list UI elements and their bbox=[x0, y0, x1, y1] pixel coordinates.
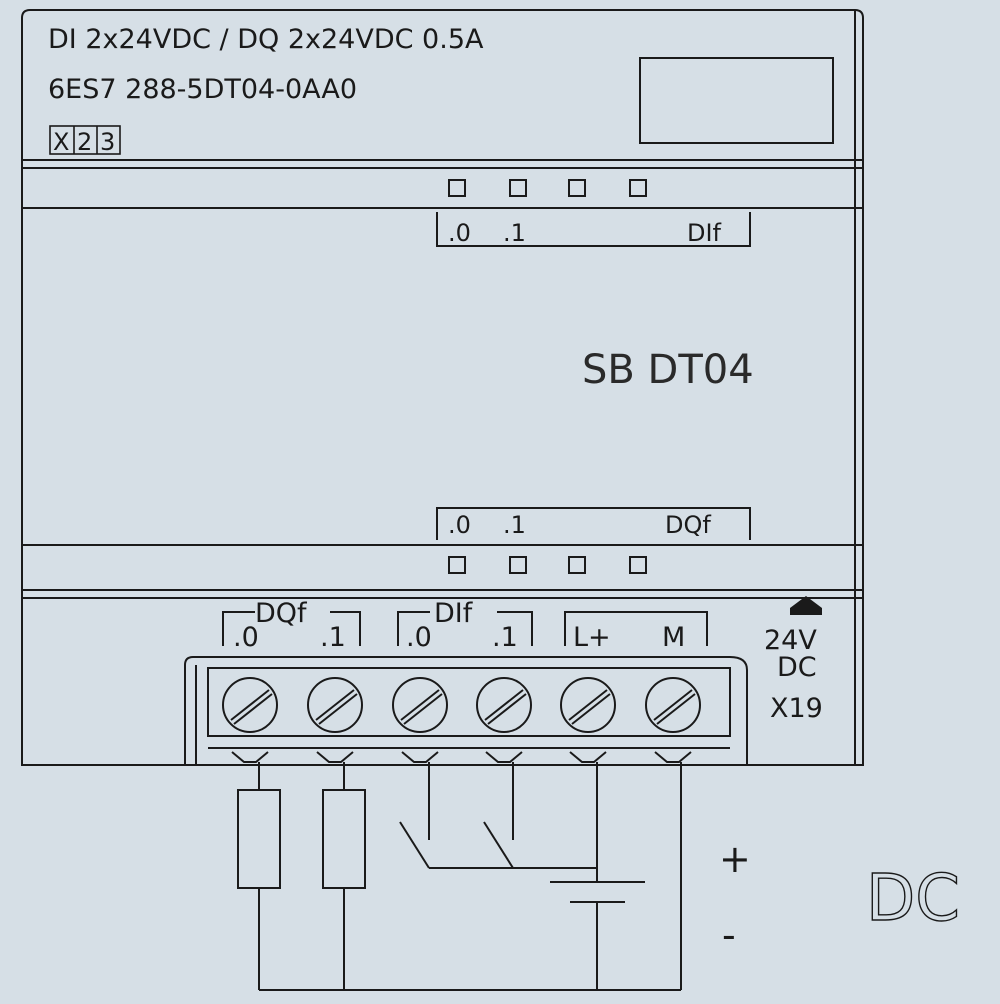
led-indicator bbox=[448, 556, 466, 574]
led-indicator bbox=[629, 179, 647, 197]
polarity-minus: - bbox=[722, 913, 736, 957]
top-led-label-1: .1 bbox=[503, 219, 526, 247]
bottom-led-label-1: .1 bbox=[503, 511, 526, 539]
terminal-label-lplus: L+ bbox=[573, 622, 611, 653]
polarity-plus: + bbox=[719, 837, 751, 881]
screw-icon bbox=[392, 677, 448, 733]
terminal-screws bbox=[222, 677, 701, 733]
wire-entries bbox=[231, 751, 692, 763]
dc-supply-label: DC bbox=[866, 862, 960, 936]
top-led-label-fault: DIf bbox=[687, 219, 722, 247]
screw-icon bbox=[307, 677, 363, 733]
screw-icon bbox=[476, 677, 532, 733]
bottom-led-row bbox=[448, 556, 647, 574]
terminal-group-brackets bbox=[222, 611, 708, 646]
model-name: SB DT04 bbox=[582, 347, 754, 393]
top-led-row bbox=[448, 179, 647, 197]
terminal-label-dq0: .0 bbox=[233, 622, 259, 653]
supply-arrow-icon bbox=[790, 596, 822, 615]
switch-contact bbox=[483, 821, 514, 869]
bottom-led-label-0: .0 bbox=[448, 511, 471, 539]
top-led-label-bracket bbox=[436, 212, 751, 247]
led-indicator bbox=[448, 179, 466, 197]
revision-mark-1: X bbox=[53, 128, 69, 156]
part-number: 6ES7 288-5DT04-0AA0 bbox=[48, 74, 357, 105]
terminal-label-di1: .1 bbox=[492, 622, 518, 653]
screw-icon bbox=[645, 677, 701, 733]
terminal-group-dq: DQf bbox=[255, 598, 308, 629]
terminal-label-m: M bbox=[662, 622, 685, 653]
terminal-block bbox=[184, 656, 748, 765]
screw-icon bbox=[560, 677, 616, 733]
module-body bbox=[21, 9, 864, 766]
switch-contact bbox=[399, 821, 430, 869]
terminal-group-di: DIf bbox=[434, 598, 474, 629]
revision-marks: X 2 3 bbox=[49, 125, 121, 156]
screw-icon bbox=[222, 677, 278, 733]
led-indicator bbox=[568, 179, 586, 197]
load-resistor bbox=[237, 789, 281, 889]
supply-voltage: 24V bbox=[764, 625, 817, 656]
led-indicator bbox=[509, 556, 527, 574]
power-supply-wiring bbox=[550, 762, 682, 990]
load-resistor bbox=[322, 789, 366, 889]
revision-mark-3: 3 bbox=[100, 128, 115, 156]
bottom-led-label-fault: DQf bbox=[665, 511, 711, 539]
input-switch-wiring bbox=[399, 762, 597, 869]
supply-type: DC bbox=[777, 652, 817, 683]
label-plate bbox=[639, 57, 834, 144]
terminal-label-di0: .0 bbox=[406, 622, 432, 653]
bottom-led-label-bracket bbox=[436, 507, 751, 540]
revision-mark-2: 2 bbox=[77, 128, 92, 156]
output-load-wiring bbox=[237, 762, 681, 991]
led-indicator bbox=[629, 556, 647, 574]
connector-id: X19 bbox=[770, 693, 823, 724]
module-title: DI 2x24VDC / DQ 2x24VDC 0.5A bbox=[48, 24, 484, 55]
top-led-label-0: .0 bbox=[448, 219, 471, 247]
terminal-label-dq1: .1 bbox=[320, 622, 346, 653]
led-indicator bbox=[568, 556, 586, 574]
led-indicator bbox=[509, 179, 527, 197]
